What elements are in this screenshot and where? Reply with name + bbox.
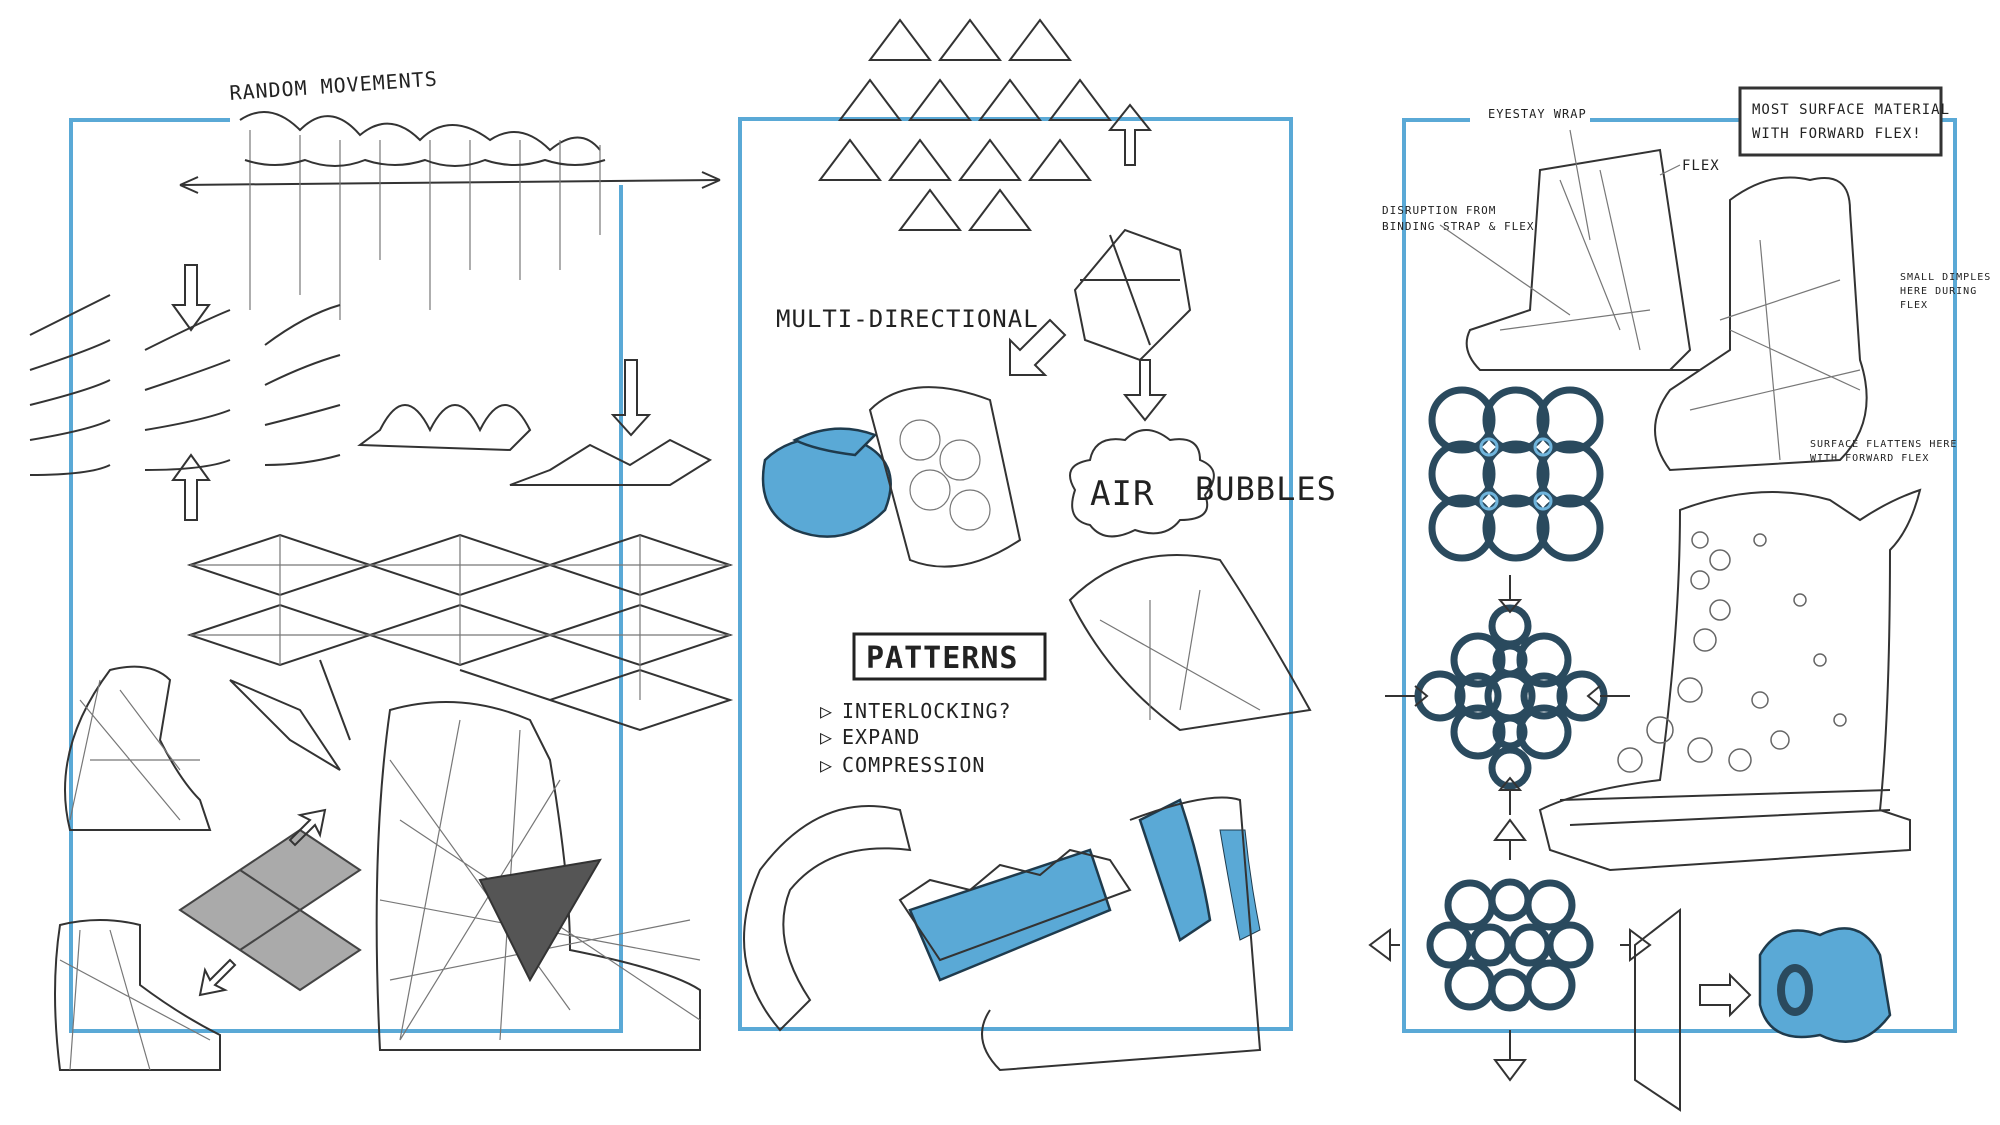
pattern-bullet: INTERLOCKING? bbox=[842, 699, 1012, 723]
blue-cylinder-module bbox=[1634, 907, 1892, 1112]
patterns-list: ▷ INTERLOCKING? ▷ EXPAND ▷ COMPRESSION bbox=[820, 699, 1012, 777]
multi-directional-label: MULTI-DIRECTIONAL bbox=[776, 305, 1039, 333]
diamond-lattice-sketch bbox=[186, 533, 734, 771]
random-movements-sketch bbox=[179, 105, 721, 320]
triangle-pattern-sketch bbox=[818, 18, 1192, 422]
callout-line: MOST SURFACE MATERIAL bbox=[1752, 102, 1950, 118]
ring-grid-compressed bbox=[1385, 575, 1630, 815]
disruption-label: DISRUPTION FROM bbox=[1382, 204, 1496, 217]
surface-flattens-label: WITH FORWARD FLEX bbox=[1810, 453, 1929, 464]
surface-flattens-label: SURFACE FLATTENS HERE bbox=[1810, 439, 1957, 450]
boot-mesh-sketches bbox=[54, 665, 701, 1071]
air-bubble-cloud bbox=[1069, 429, 1215, 538]
blue-bubble-module bbox=[761, 386, 1022, 568]
disruption-label: BINDING STRAP & FLEX bbox=[1382, 220, 1534, 233]
bubble-boot-sketch bbox=[1538, 488, 1922, 872]
small-dimples-label: FLEX bbox=[1900, 300, 1928, 311]
flex-label: FLEX bbox=[1682, 158, 1720, 174]
liner-sketch bbox=[1654, 176, 1868, 472]
snowboard-boot-sketch bbox=[1439, 129, 1700, 371]
patterns-title: PATTERNS bbox=[866, 641, 1019, 676]
leaf-pattern-sketch bbox=[1068, 554, 1312, 732]
small-dimples-label: HERE DURING bbox=[1900, 286, 1977, 297]
svg-text:▷: ▷ bbox=[820, 699, 833, 723]
segmented-shell-sketch bbox=[743, 796, 1262, 1072]
svg-text:▷: ▷ bbox=[820, 753, 833, 777]
pattern-bullet: EXPAND bbox=[842, 725, 920, 749]
air-label: AIR bbox=[1090, 474, 1154, 514]
ring-grid-3x3 bbox=[1428, 386, 1604, 562]
bubbles-label: BUBBLES bbox=[1195, 470, 1337, 508]
small-dimples-label: SMALL DIMPLES bbox=[1900, 272, 1991, 283]
callout-box bbox=[1738, 86, 1943, 157]
eyestay-wrap-label: EYESTAY WRAP bbox=[1488, 107, 1587, 121]
pattern-bullet: COMPRESSION bbox=[842, 753, 985, 777]
fold-patterns-sketch bbox=[29, 264, 713, 521]
svg-text:▷: ▷ bbox=[820, 725, 833, 749]
random-movements-label: RANDOM MOVEMENTS bbox=[229, 66, 439, 104]
patterns-box bbox=[852, 632, 1047, 681]
rhombus-grid-sketch bbox=[178, 808, 362, 997]
ring-grid-expanded bbox=[1368, 818, 1652, 1082]
callout-line: WITH FORWARD FLEX! bbox=[1752, 126, 1922, 142]
